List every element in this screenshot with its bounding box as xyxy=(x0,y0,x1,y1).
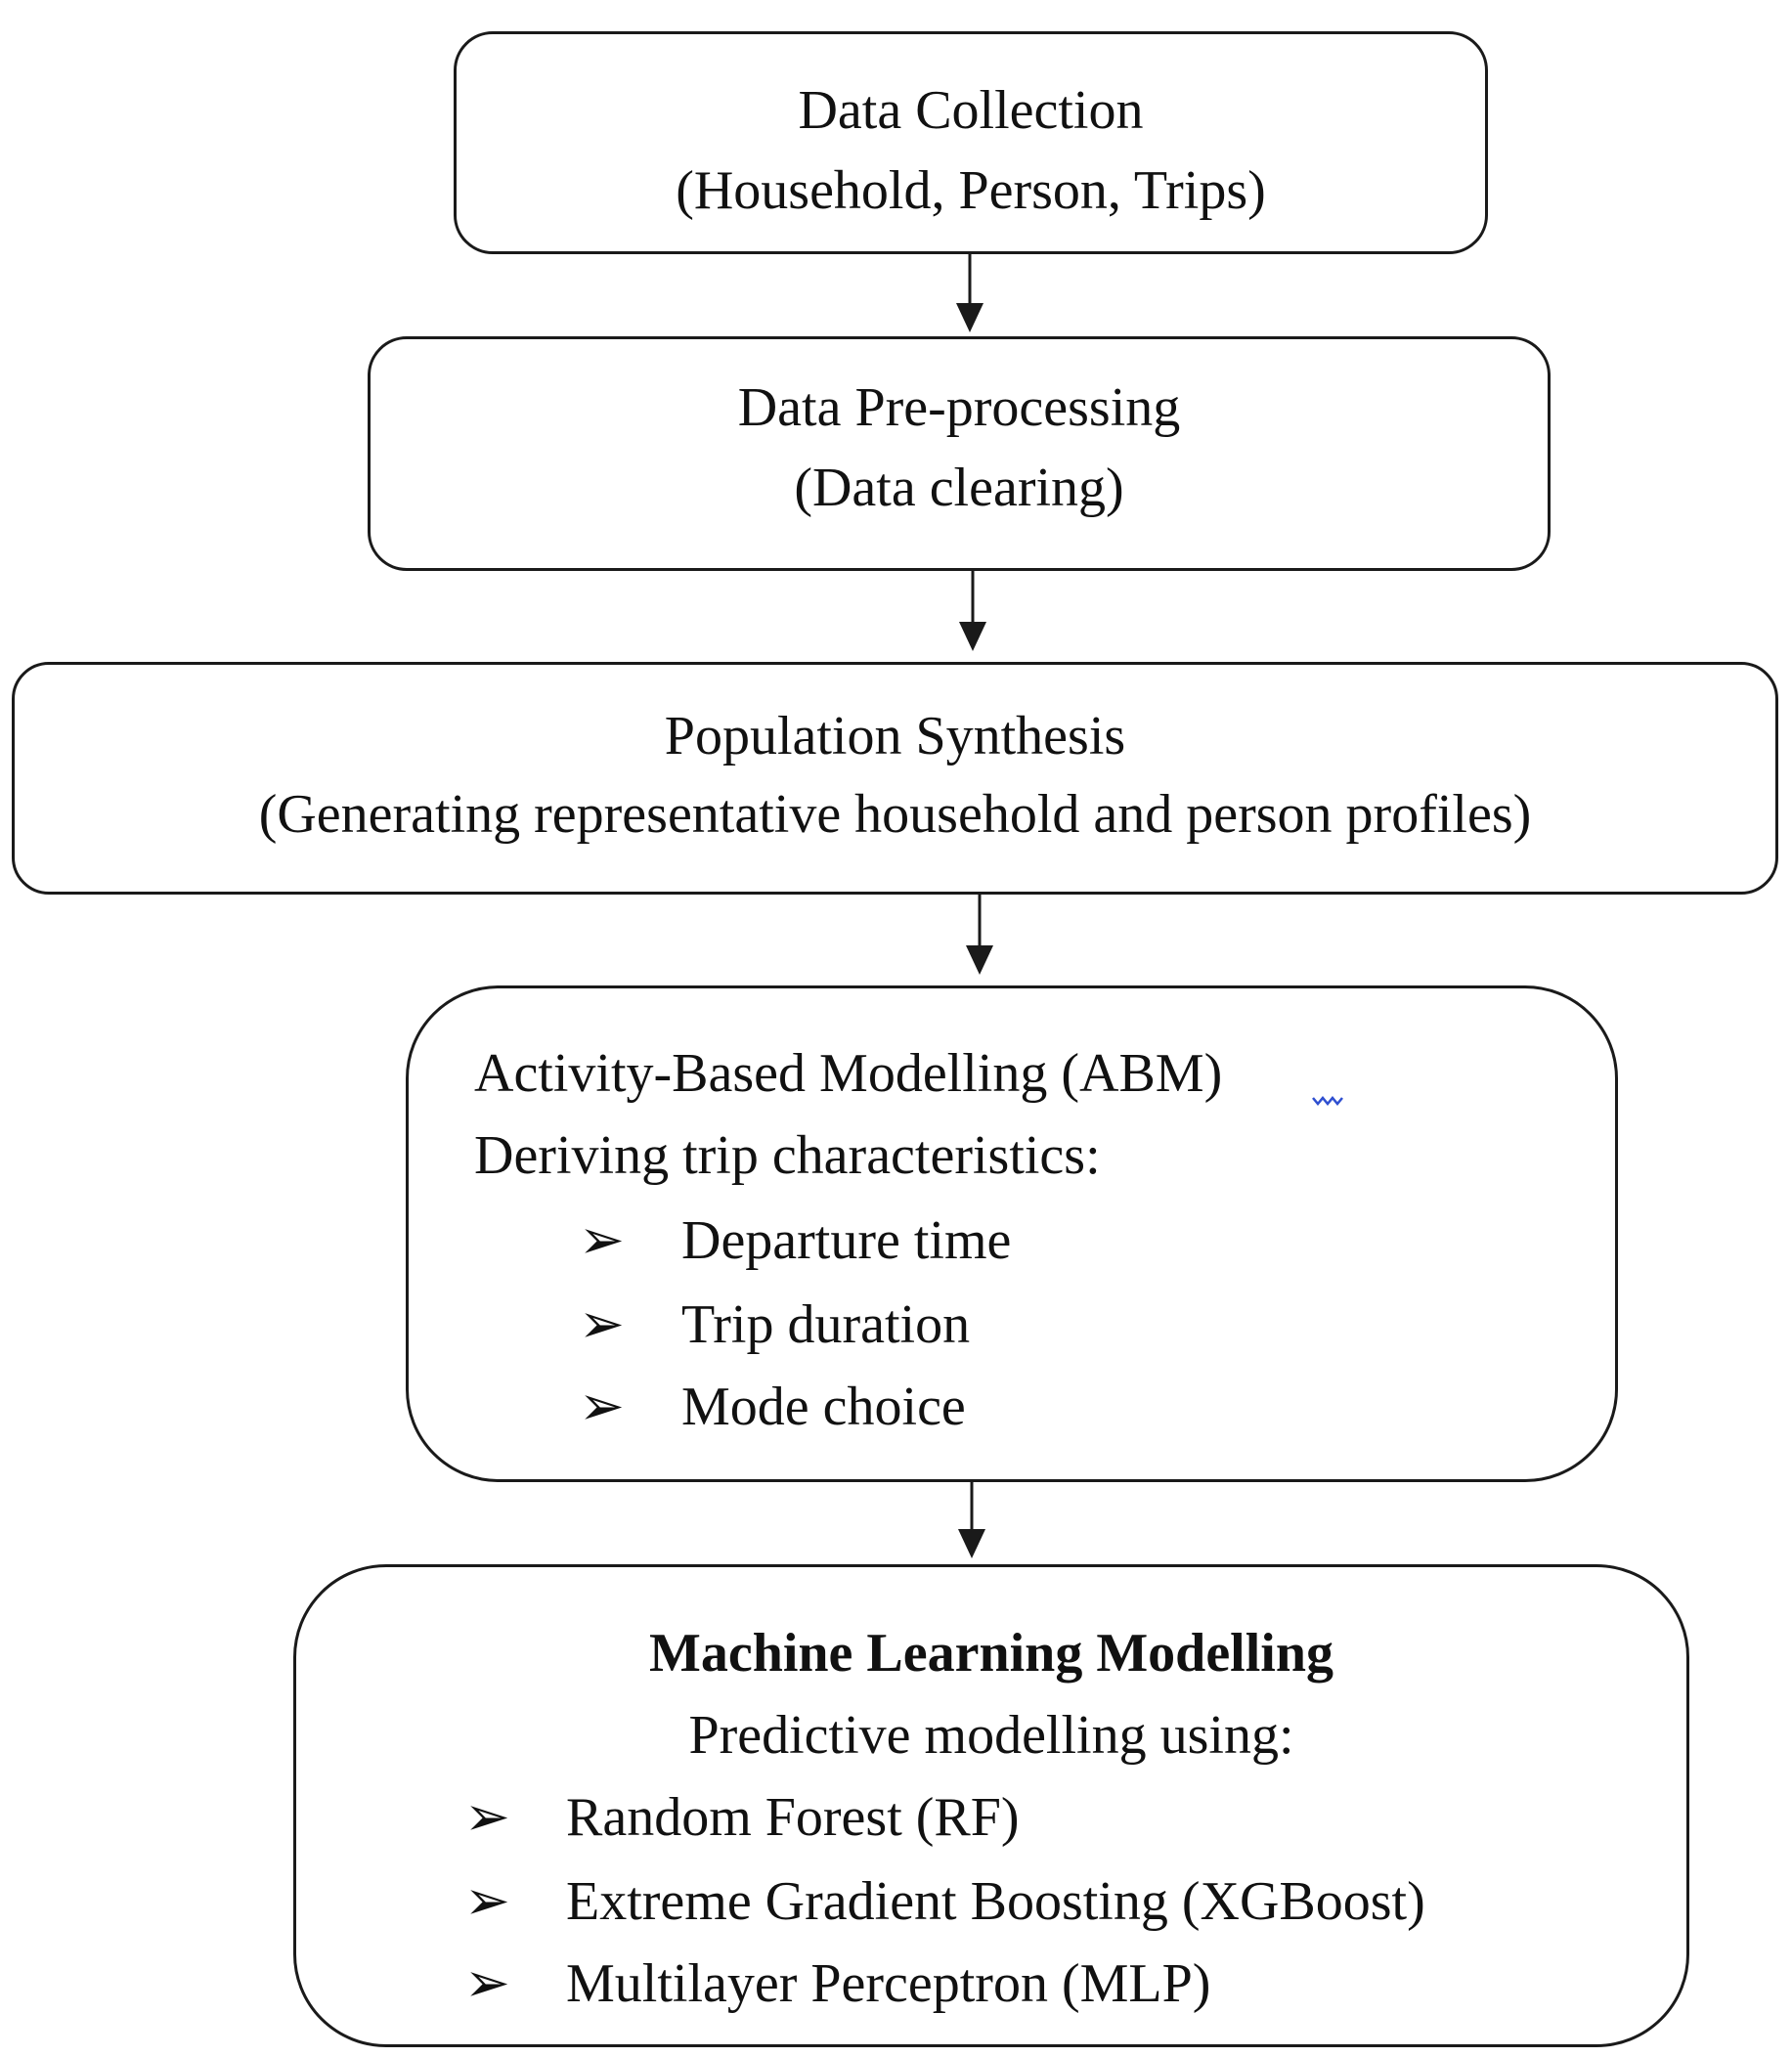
population-synthesis-box: Population Synthesis (Generating represe… xyxy=(12,662,1778,895)
data-preprocessing-subtitle: (Data clearing) xyxy=(794,458,1124,518)
abm-subtitle: Deriving trip characteristics: xyxy=(474,1125,1101,1186)
ml-subtitle: Predictive modelling using: xyxy=(688,1705,1294,1766)
ml-bullet-icon: ➢ xyxy=(464,1787,510,1848)
arrow-abm-to-ml xyxy=(958,1482,985,1558)
ml-bullet-icon: ➢ xyxy=(464,1871,510,1932)
arrow-collection-to-preprocessing xyxy=(956,254,983,332)
data-collection-title: Data Collection xyxy=(798,80,1144,141)
ml-item-xgboost: Extreme Gradient Boosting (XGBoost) xyxy=(566,1871,1425,1932)
data-preprocessing-box: Data Pre-processing (Data clearing) xyxy=(368,336,1551,571)
data-preprocessing-title: Data Pre-processing xyxy=(737,377,1181,438)
ml-title: Machine Learning Modelling xyxy=(649,1623,1333,1684)
arrow-preprocessing-to-synthesis xyxy=(959,571,986,651)
abm-item-mode-choice: Mode choice xyxy=(681,1377,966,1437)
ml-item-random-forest: Random Forest (RF) xyxy=(566,1787,1020,1848)
abm-box: Activity-Based Modelling (ABM) Deriving … xyxy=(406,985,1618,1482)
arrow-synthesis-to-abm xyxy=(966,895,993,975)
abm-bullet-icon: ➢ xyxy=(579,1210,625,1271)
data-collection-box: Data Collection (Household, Person, Trip… xyxy=(454,31,1488,254)
abm-bullet-icon: ➢ xyxy=(579,1377,625,1437)
population-synthesis-title: Population Synthesis xyxy=(664,706,1126,766)
abm-item-departure-time: Departure time xyxy=(681,1210,1012,1271)
abm-bullet-icon: ➢ xyxy=(579,1294,625,1355)
ml-item-mlp: Multilayer Perceptron (MLP) xyxy=(566,1953,1211,2014)
ml-bullet-icon: ➢ xyxy=(464,1953,510,2014)
abm-item-trip-duration: Trip duration xyxy=(681,1294,971,1355)
ml-box: Machine Learning Modelling Predictive mo… xyxy=(293,1564,1689,2047)
abm-title: Activity-Based Modelling (ABM) xyxy=(474,1043,1223,1104)
data-collection-subtitle: (Household, Person, Trips) xyxy=(676,160,1266,221)
population-synthesis-subtitle: (Generating representative household and… xyxy=(258,784,1532,845)
spellcheck-underline xyxy=(1312,1096,1343,1106)
